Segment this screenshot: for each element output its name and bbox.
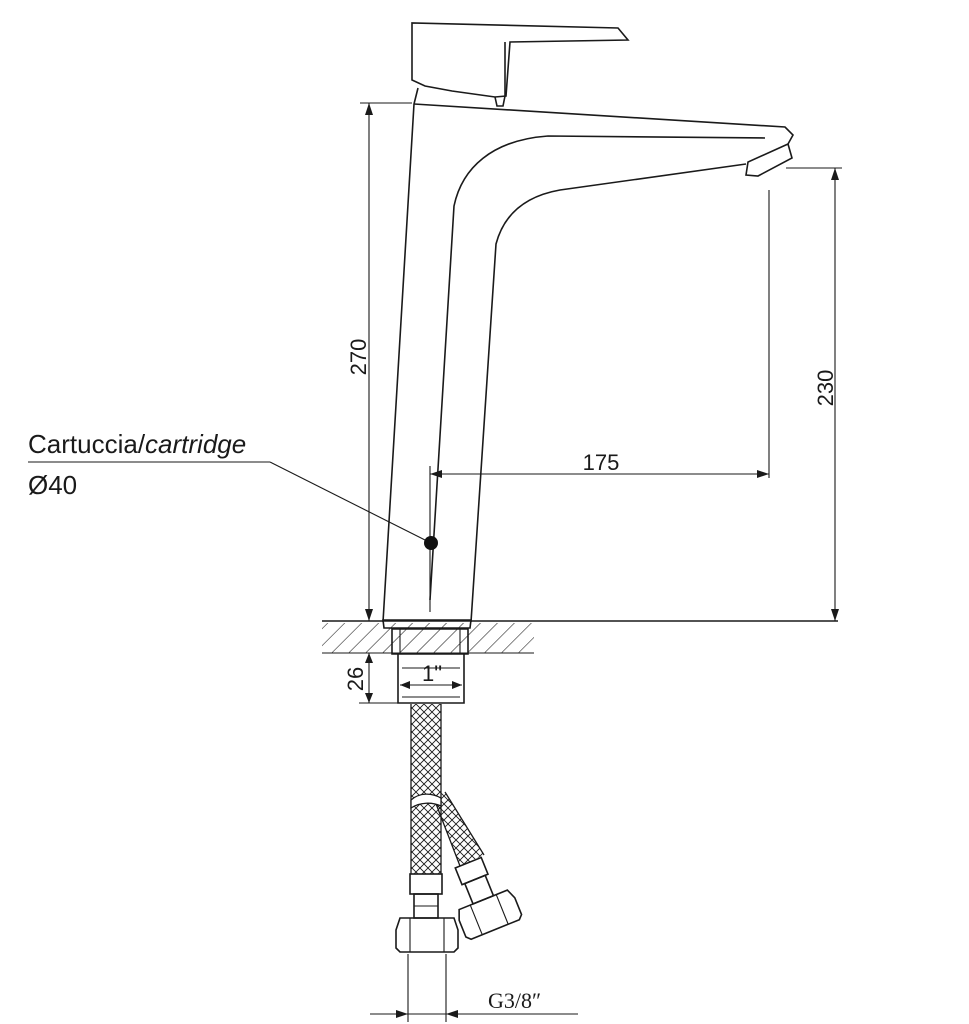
dimension-hose-connection-label: G3/8″ — [488, 988, 541, 1013]
countertop — [322, 620, 838, 654]
dimension-total-height-label: 270 — [346, 339, 371, 376]
dimension-hose-connection: G3/8″ — [370, 954, 578, 1022]
dimension-thread-length-label: 26 — [343, 667, 368, 691]
dimension-spout-height-label: 230 — [813, 370, 838, 407]
cartridge-label-italic: cartridge — [145, 429, 246, 459]
cartridge-marker — [424, 536, 438, 550]
faucet-body — [382, 87, 794, 629]
cartridge-diameter: Ø40 — [28, 470, 77, 500]
lever-handle — [411, 22, 630, 107]
dimension-spout-height: 230 — [786, 167, 842, 621]
dimension-spout-reach: 175 — [429, 190, 770, 612]
dimension-total-height: 270 — [346, 102, 412, 622]
cartridge-label: Cartuccia/cartridge — [28, 429, 246, 459]
dimension-thread-size-label: 1" — [422, 661, 442, 686]
cartridge-callout: Cartuccia/cartridge Ø40 — [28, 429, 438, 550]
threaded-shank — [391, 628, 469, 704]
dimension-spout-reach-label: 175 — [583, 450, 620, 475]
dimension-thread-length: 26 — [343, 652, 398, 704]
dimension-thread-size: 1" — [400, 661, 462, 689]
flexible-hoses — [395, 704, 523, 953]
cartridge-label-regular: Cartuccia/ — [28, 429, 146, 459]
